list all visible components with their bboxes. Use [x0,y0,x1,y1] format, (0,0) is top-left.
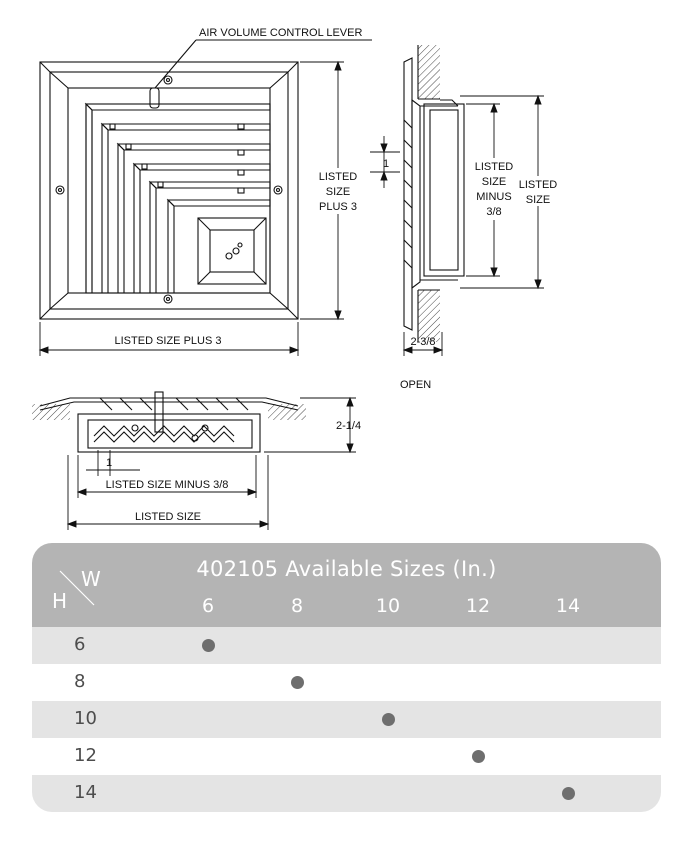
label-height: 2-1/4 [336,420,361,432]
col-header: 14 [555,595,581,617]
availability-dot [290,676,304,689]
availability-dot [471,750,485,763]
technical-drawing: AIR VOLUME CONTROL LEVER LISTED SIZE PLU… [32,27,558,530]
section-view [32,391,306,453]
label-listed-size-plus-3-height-line2: SIZE [326,186,350,198]
label-side-one: 1 [383,158,389,170]
table-row: 6 [32,627,661,664]
row-header: 10 [74,708,97,729]
label-depth: 2-3/8 [410,336,435,348]
col-header: 8 [290,595,304,617]
label-bottom-listed-size: LISTED SIZE [135,511,201,523]
label-open: OPEN [400,379,431,391]
side-view [403,45,465,342]
label-side-listed-line2: SIZE [526,194,550,206]
axis-height-label: H [52,589,68,613]
section-dimensions [66,396,356,530]
col-header: 6 [201,595,215,617]
availability-dot [381,713,395,726]
label-side-minus-line2: SIZE [482,176,506,188]
col-header: 12 [465,595,491,617]
table-row: 10 [32,701,661,738]
label-bottom-one: 1 [106,457,112,469]
availability-dot [561,787,575,800]
label-side-minus-line4: 3/8 [486,206,501,218]
label-bottom-listed-size-minus: LISTED SIZE MINUS 3/8 [106,479,229,491]
availability-dot [201,639,215,652]
label-air-volume-lever: AIR VOLUME CONTROL LEVER [199,27,362,39]
axis-width-label: W [81,567,101,591]
label-listed-size-plus-3-height-line3: PLUS 3 [319,201,357,213]
front-view [39,39,372,320]
label-side-minus-line1: LISTED [475,161,514,173]
row-header: 6 [74,634,86,655]
sizes-table: 402105 Available Sizes (In.) W H 6 8 10 … [32,543,661,812]
table-header: 402105 Available Sizes (In.) W H 6 8 10 … [32,543,661,627]
row-header: 12 [74,745,97,766]
row-header: 8 [74,671,86,692]
table-row: 12 [32,738,661,775]
label-side-listed-line1: LISTED [519,179,558,191]
table-row: 14 [32,775,661,812]
corner-cell: W H [32,543,112,627]
table-title: 402105 Available Sizes (In.) [196,557,497,581]
corner-diagonal [59,570,95,606]
label-listed-size-plus-3-height-line1: LISTED [319,171,358,183]
col-header: 10 [375,595,401,617]
table-row: 8 [32,664,661,701]
row-header: 14 [74,782,97,803]
label-side-minus-line3: MINUS [476,191,511,203]
side-dimensions [370,94,544,356]
label-listed-size-plus-3-width: LISTED SIZE PLUS 3 [115,335,222,347]
